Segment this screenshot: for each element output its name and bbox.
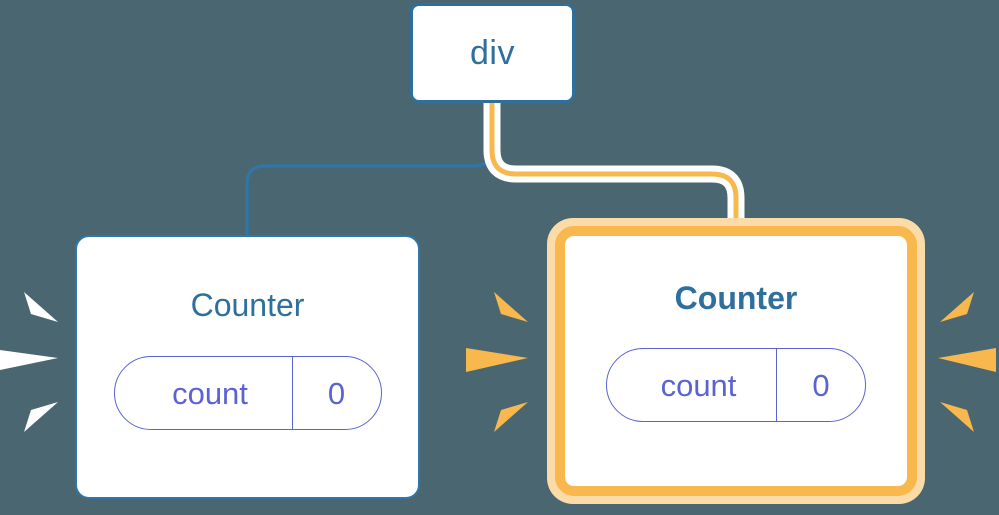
state-pill-counter-right: count 0 (606, 348, 866, 422)
sparkle-ray (0, 350, 58, 370)
sparkles-far-right (938, 292, 996, 432)
node-div[interactable]: div (410, 3, 575, 103)
sparkle-ray (940, 402, 974, 432)
sparkles-far-left (0, 292, 58, 432)
sparkle-ray (494, 292, 528, 322)
connector-div-to-counter-right (489, 97, 739, 229)
sparkle-ray (24, 292, 58, 322)
node-counter-right-glow: Counter count 0 (547, 218, 925, 504)
node-counter-right-title: Counter (674, 280, 798, 316)
node-counter-left[interactable]: Counter count 0 (75, 235, 420, 499)
sparkles-middle (466, 292, 528, 432)
node-counter-left-title: Counter (190, 287, 305, 323)
state-pill-counter-left: count 0 (113, 356, 382, 430)
sparkle-ray (494, 402, 528, 432)
sparkle-ray (24, 402, 58, 432)
state-value-label: 0 (776, 349, 865, 421)
connector-div-to-counter-right-halo (483, 91, 745, 235)
node-counter-right[interactable]: Counter count 0 (555, 226, 917, 496)
connector-div-to-counter-left (245, 98, 494, 239)
state-key-label: count (172, 375, 248, 411)
sparkle-ray (938, 348, 996, 372)
state-value-label: 0 (291, 357, 381, 429)
state-key-label: count (660, 367, 737, 403)
sparkle-ray (940, 292, 974, 322)
sparkle-ray (466, 348, 528, 372)
node-div-label: div (470, 34, 515, 72)
